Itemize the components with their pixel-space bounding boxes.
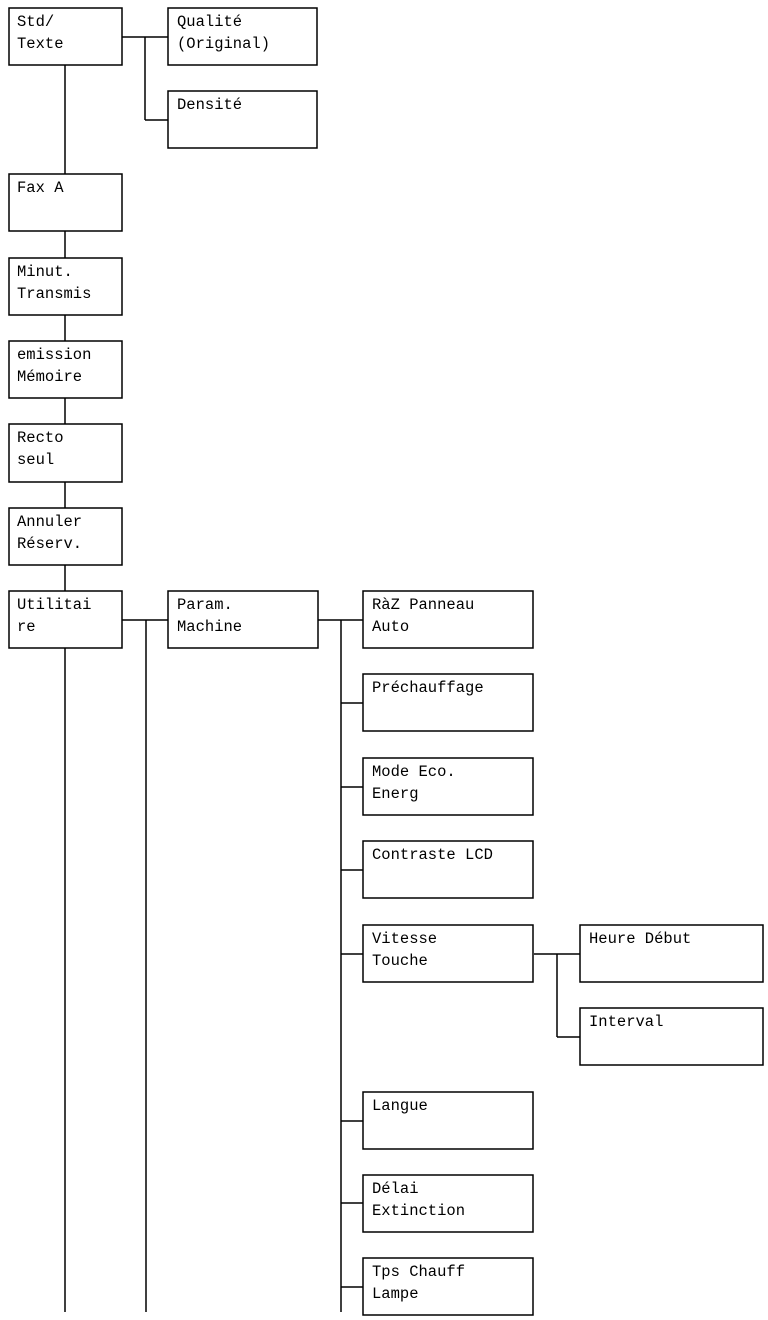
node-label-line2: Extinction xyxy=(372,1202,465,1220)
node-contraste-lcd: Contraste LCD xyxy=(362,840,534,899)
node-label-line1: Annuler xyxy=(17,513,82,531)
node-label-line2: Texte xyxy=(17,35,64,53)
node-label-line2: re xyxy=(17,618,36,636)
node-densite: Densité xyxy=(167,90,318,149)
node-label-line2: (Original) xyxy=(177,35,270,53)
node-delai-extinction: Délai Extinction xyxy=(362,1174,534,1233)
node-minut-transmis: Minut. Transmis xyxy=(8,257,123,316)
node-label-line1: Utilitai xyxy=(17,596,91,614)
node-label-line1: Minut. xyxy=(17,263,73,281)
node-label-line1: Vitesse xyxy=(372,930,437,948)
node-label-line1: Délai xyxy=(372,1180,419,1198)
node-label-line1: Langue xyxy=(372,1097,428,1115)
node-label-line2: Transmis xyxy=(17,285,91,303)
node-std-texte: Std/ Texte xyxy=(8,7,123,66)
node-emission-memoire: emission Mémoire xyxy=(8,340,123,399)
node-label-line1: emission xyxy=(17,346,91,364)
node-label-line1: Fax A xyxy=(17,179,64,197)
node-heure-debut: Heure Début xyxy=(579,924,764,983)
node-label-line1: Préchauffage xyxy=(372,679,484,697)
node-utilitaire: Utilitai re xyxy=(8,590,123,649)
node-label-line1: Recto xyxy=(17,429,64,447)
node-param-machine: Param. Machine xyxy=(167,590,319,649)
node-label-line2: Machine xyxy=(177,618,242,636)
node-label-line1: Heure Début xyxy=(589,930,691,948)
node-interval: Interval xyxy=(579,1007,764,1066)
node-label-line1: Tps Chauff xyxy=(372,1263,465,1281)
connectors xyxy=(64,36,580,1312)
node-label-line1: Mode Eco. xyxy=(372,763,456,781)
node-qualite: Qualité (Original) xyxy=(167,7,318,66)
node-annuler-reserv: Annuler Réserv. xyxy=(8,507,123,566)
node-label-line1: Interval xyxy=(589,1013,663,1031)
node-recto-seul: Recto seul xyxy=(8,423,123,483)
node-label-line2: Touche xyxy=(372,952,428,970)
node-label-line2: Auto xyxy=(372,618,409,636)
node-label-line2: Mémoire xyxy=(17,368,82,386)
node-label-line2: seul xyxy=(17,451,54,469)
node-label-line1: RàZ Panneau xyxy=(372,596,474,614)
node-tps-chauff-lampe: Tps Chauff Lampe xyxy=(362,1257,534,1316)
node-label-line2: Lampe xyxy=(372,1285,419,1303)
node-vitesse-touche: Vitesse Touche xyxy=(362,924,534,983)
node-label-line1: Densité xyxy=(177,96,242,114)
node-raz-panneau-auto: RàZ Panneau Auto xyxy=(362,590,534,649)
node-label-line1: Contraste LCD xyxy=(372,846,493,864)
node-mode-eco-energ: Mode Eco. Energ xyxy=(362,757,534,816)
node-label-line1: Qualité xyxy=(177,13,242,31)
node-label-line1: Std/ xyxy=(17,13,54,31)
node-fax-a: Fax A xyxy=(8,173,123,232)
node-label-line2: Réserv. xyxy=(17,535,82,553)
node-label-line1: Param. xyxy=(177,596,233,614)
node-label-line2: Energ xyxy=(372,785,419,803)
node-langue: Langue xyxy=(362,1091,534,1150)
node-prechauffage: Préchauffage xyxy=(362,673,534,732)
